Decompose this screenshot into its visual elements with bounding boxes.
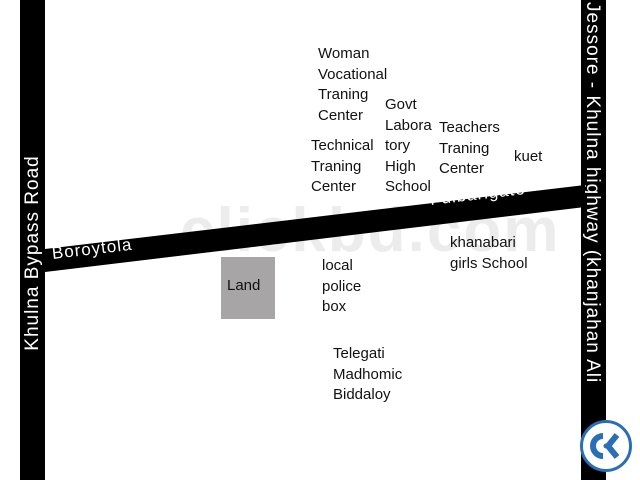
label-line: Labora	[385, 116, 432, 134]
local-police-box: local police box	[322, 256, 361, 318]
label-line: Center	[439, 160, 485, 177]
label-line: Traning	[311, 157, 362, 175]
label-line: High	[385, 157, 416, 175]
jessore-khulna-highway	[581, 0, 606, 480]
label-line: girls School	[450, 254, 528, 272]
telegati-madhomic-biddaloy: Telegati Madhomic Biddaloy	[333, 344, 402, 406]
woman-vocational-training-center: Woman Vocational Traning Center	[318, 44, 387, 126]
label-line: local	[322, 257, 353, 274]
label-line: Biddaloy	[333, 386, 391, 403]
label-line: tory	[385, 137, 411, 154]
label-line: Technical	[311, 137, 374, 154]
land-label: Land	[227, 277, 261, 294]
land-plot: Land	[221, 257, 275, 319]
logo-glyph-icon	[590, 433, 620, 459]
label-line: Teachers	[439, 119, 500, 136]
label-line: Center	[318, 106, 364, 124]
label-line: Traning	[439, 139, 490, 157]
label-line: Telegati	[333, 345, 385, 362]
govt-laboratory-high-school: Govt Labora tory High School	[385, 95, 432, 198]
label-line: Center	[311, 178, 357, 195]
label-line: Madhomic	[333, 365, 403, 383]
label-line: Traning	[318, 86, 369, 103]
label-line: School	[385, 178, 431, 195]
label-line: Woman	[318, 45, 370, 62]
clickbd-logo-icon	[580, 420, 632, 472]
khulna-bypass-road	[20, 0, 45, 480]
label-line: police	[322, 277, 362, 295]
kuet: kuet	[514, 148, 543, 165]
label-line: Vocational	[318, 65, 388, 83]
technical-training-center: Technical Traning Center	[311, 136, 374, 198]
khanabari-girls-school: khanabari girls School	[450, 233, 528, 274]
label-line: Govt	[385, 96, 417, 113]
label-line: box	[322, 298, 347, 315]
diagonal-road-shape	[45, 185, 585, 272]
teachers-training-center: Teachers Traning Center	[439, 118, 500, 180]
label-line: khanabari	[450, 234, 516, 251]
